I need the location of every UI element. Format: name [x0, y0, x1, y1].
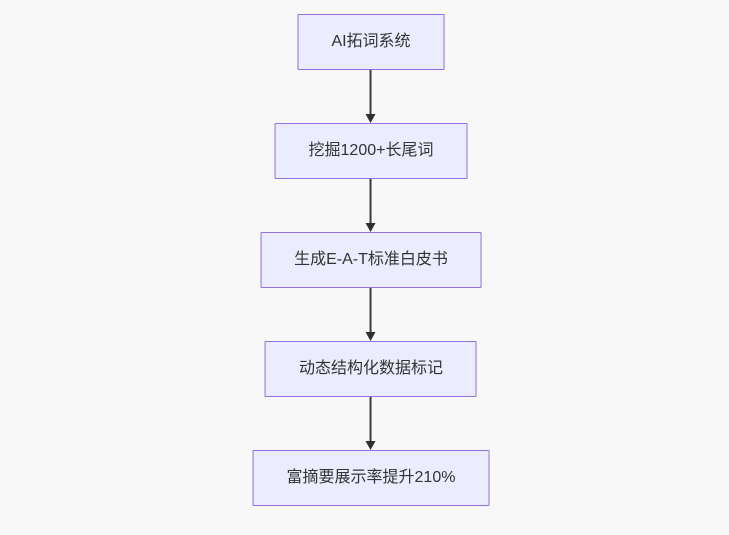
flow-edge-2: [366, 179, 376, 232]
flow-node-label: 动态结构化数据标记: [298, 360, 443, 377]
flow-node-longtail-mining: 挖掘1200+长尾词: [274, 123, 468, 179]
arrow-down-icon: [366, 332, 376, 341]
flow-node-label: 挖掘1200+长尾词: [308, 142, 434, 159]
arrow-down-icon: [366, 441, 376, 450]
edge-line: [370, 397, 372, 441]
flow-node-label: 富摘要展示率提升210%: [286, 469, 456, 486]
flow-edge-1: [366, 70, 376, 123]
arrow-down-icon: [366, 114, 376, 123]
flow-node-ai-keyword-system: AI拓词系统: [297, 14, 445, 70]
flow-edge-4: [366, 397, 376, 450]
edge-line: [370, 179, 372, 223]
flow-node-label: 生成E-A-T标准白皮书: [294, 251, 448, 268]
edge-line: [370, 70, 372, 114]
flow-node-structured-data-markup: 动态结构化数据标记: [264, 341, 477, 397]
flow-node-eat-whitepaper: 生成E-A-T标准白皮书: [260, 232, 482, 288]
edge-line: [370, 288, 372, 332]
arrow-down-icon: [366, 223, 376, 232]
flow-edge-3: [366, 288, 376, 341]
flow-node-rich-snippet-uplift: 富摘要展示率提升210%: [252, 450, 490, 506]
flow-node-label: AI拓词系统: [331, 33, 411, 50]
flowchart: AI拓词系统 挖掘1200+长尾词 生成E-A-T标准白皮书 动态结构化数据标记: [252, 14, 490, 506]
